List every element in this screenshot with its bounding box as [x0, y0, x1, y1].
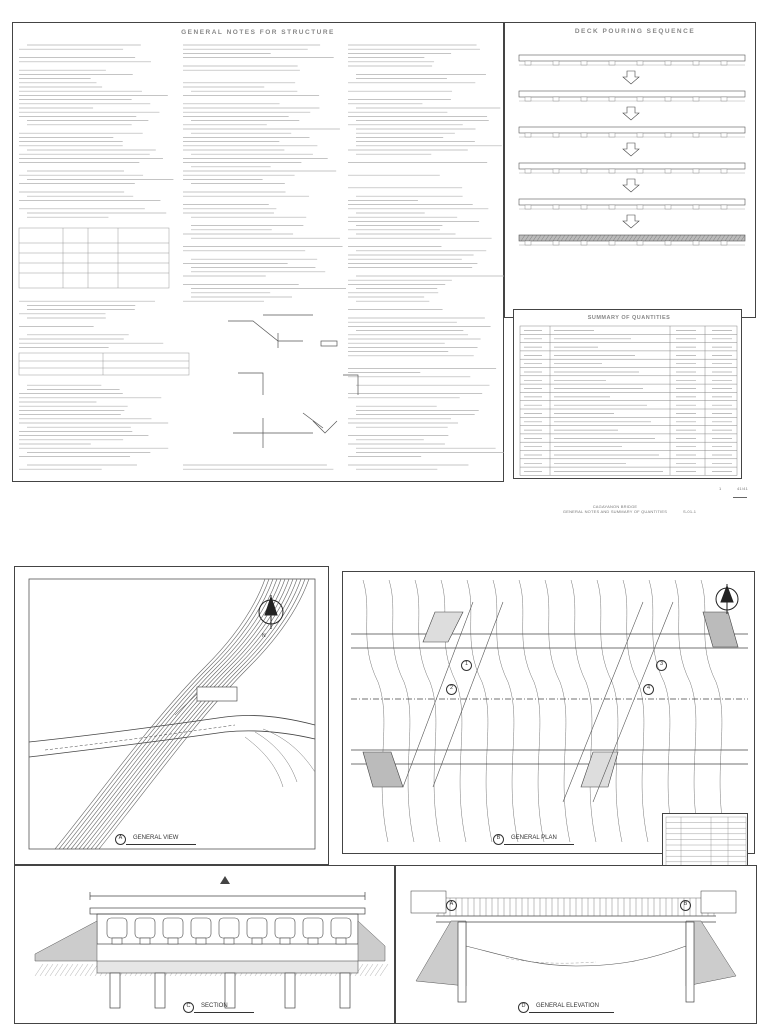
- sheet-number: 1: [719, 486, 722, 491]
- plan-north-arrow-icon: [715, 584, 739, 614]
- plan-marker-3: 3: [656, 660, 667, 671]
- view-marker-d: D: [518, 1002, 529, 1013]
- title-divider: [733, 497, 747, 498]
- view-d-underline: [529, 1012, 614, 1013]
- view-marker-a: A: [115, 834, 126, 845]
- quantities-table: [519, 325, 738, 476]
- section-drawing: [34, 876, 389, 1009]
- notes-title: GENERAL NOTES FOR STRUCTURE: [181, 29, 335, 36]
- deck-pouring-diagrams: [518, 54, 746, 246]
- general-view-panel: N A GENERAL VIEW: [14, 566, 329, 865]
- section-panel: C SECTION: [14, 865, 395, 1024]
- view-b-underline: [504, 844, 574, 845]
- quantities-title: SUMMARY OF QUANTITIES: [587, 315, 671, 321]
- project-name: CAGAYANON BRIDGE: [592, 504, 638, 509]
- general-plan-label: GENERAL PLAN: [511, 835, 557, 841]
- view-a-underline: [126, 844, 196, 845]
- section-label: SECTION: [201, 1003, 228, 1009]
- general-elevation-label: GENERAL ELEVATION: [536, 1003, 599, 1009]
- view-marker-b: B: [493, 834, 504, 845]
- deck-pouring-title: DECK POURING SEQUENCE: [574, 28, 696, 35]
- elevation-marker-a: A: [446, 900, 457, 911]
- north-arrow-icon: [258, 595, 284, 629]
- notes-text-blocks: [18, 44, 505, 470]
- general-notes-sheet: GENERAL NOTES FOR STRUCTURE: [12, 22, 505, 482]
- title-block: 1 41/41 CAGAYANON BRIDGE GENERAL NOTES A…: [505, 480, 755, 516]
- general-elevation-panel: A B D GENERAL ELEVATION: [395, 865, 757, 1024]
- plan-marker-4: 4: [643, 684, 654, 695]
- sheet-total: 41/41: [737, 486, 749, 491]
- view-marker-c: C: [183, 1002, 194, 1013]
- deck-pouring-sheet: DECK POURING SEQUENCE: [504, 22, 756, 318]
- sheet-description: GENERAL NOTES AND SUMMARY OF QUANTITIES: [562, 509, 668, 514]
- general-view-drawing: N: [28, 578, 316, 850]
- svg-text:N: N: [262, 633, 266, 639]
- plan-marker-1: 1: [461, 660, 472, 671]
- plan-marker-2: 2: [446, 684, 457, 695]
- sheet-code: S-01-1: [683, 509, 697, 514]
- plan-inset-table: [662, 813, 748, 875]
- elevation-marker-b: B: [680, 900, 691, 911]
- summary-quantities-sheet: SUMMARY OF QUANTITIES: [513, 309, 742, 479]
- general-plan-panel: 1 2 3 4 B GENERAL PLAN: [342, 571, 755, 854]
- general-view-label: GENERAL VIEW: [133, 835, 179, 841]
- general-elevation-drawing: [410, 890, 737, 1003]
- view-c-underline: [194, 1012, 254, 1013]
